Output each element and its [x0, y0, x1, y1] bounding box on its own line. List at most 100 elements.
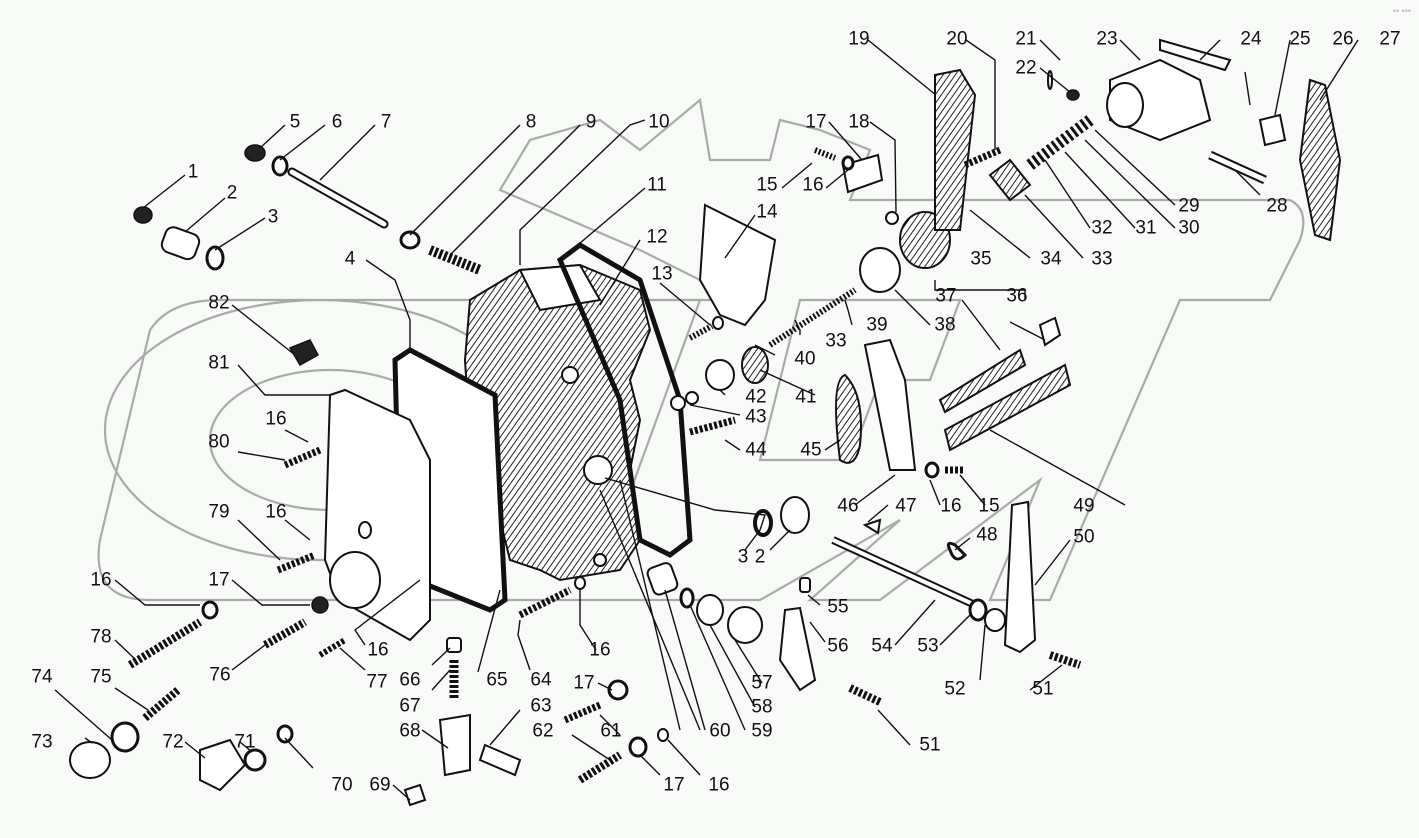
part-label: 33 — [1091, 248, 1113, 270]
part-label: 44 — [745, 439, 767, 461]
part-label: 77 — [366, 671, 388, 693]
part-label: 5 — [289, 111, 301, 133]
part-label: 72 — [162, 731, 184, 753]
part-label: 32 — [1091, 217, 1113, 239]
housing-part — [463, 263, 652, 582]
part-label: 58 — [751, 696, 773, 718]
small-parts — [69, 144, 669, 807]
part-label: 19 — [848, 28, 870, 50]
part-label: 45 — [800, 439, 822, 461]
part-label: 16 — [802, 174, 824, 196]
part-label: 46 — [837, 495, 859, 517]
part-label: 79 — [208, 501, 230, 523]
part-label: 74 — [31, 666, 53, 688]
part-label: 25 — [1289, 28, 1311, 50]
part-label: 40 — [794, 348, 816, 370]
part-label: 28 — [1266, 195, 1288, 217]
part-label: 29 — [1178, 195, 1200, 217]
gasket-part — [556, 242, 693, 558]
part-label: 34 — [1040, 248, 1062, 270]
part-label: 33 — [825, 330, 847, 352]
part-label: 10 — [648, 111, 670, 133]
part-label: 53 — [917, 635, 939, 657]
part-label: 64 — [530, 669, 552, 691]
part-label: 16 — [589, 639, 611, 661]
part-label: 1 — [187, 161, 199, 183]
part-label: 3 — [267, 206, 279, 228]
part-label: 43 — [745, 406, 767, 428]
governor-parts — [646, 38, 1342, 706]
part-label: 73 — [31, 731, 53, 753]
part-label: 16 — [265, 501, 287, 523]
part-label: 17 — [663, 774, 685, 796]
part-label: 80 — [208, 431, 230, 453]
part-label: 71 — [234, 731, 256, 753]
part-label: 17 — [805, 111, 827, 133]
part-label: 22 — [1015, 57, 1037, 79]
part-label: 47 — [895, 495, 917, 517]
part-label: 31 — [1135, 217, 1157, 239]
part-label: 52 — [944, 678, 966, 700]
part-label: 55 — [827, 596, 849, 618]
part-label: 82 — [208, 292, 230, 314]
part-label: 56 — [827, 635, 849, 657]
part-label: 36 — [1006, 285, 1028, 307]
part-label: 3 — [737, 546, 749, 568]
part-label: 81 — [208, 352, 230, 374]
part-label: 13 — [651, 263, 673, 285]
part-label: 51 — [1032, 678, 1054, 700]
part-label: 9 — [585, 111, 597, 133]
part-label: 8 — [525, 111, 537, 133]
part-label: 16 — [367, 639, 389, 661]
part-label: 15 — [978, 495, 1000, 517]
part-label: 26 — [1332, 28, 1354, 50]
cover-part — [323, 388, 431, 642]
part-label: 14 — [756, 201, 778, 223]
part-label: 51 — [919, 734, 941, 756]
part-label: 39 — [866, 314, 888, 336]
part-label: 67 — [399, 695, 421, 717]
part-label: 57 — [751, 672, 773, 694]
part-label: 12 — [646, 226, 668, 248]
part-label: 17 — [573, 672, 595, 694]
part-label: 24 — [1240, 28, 1262, 50]
part-label: 48 — [976, 524, 998, 546]
part-label: 37 — [935, 285, 957, 307]
part-label: 16 — [90, 569, 112, 591]
part-label: 75 — [90, 666, 112, 688]
leader-lines — [54, 39, 1359, 801]
corner-mark: •• ••• — [1392, 6, 1411, 16]
part-label: 21 — [1015, 28, 1037, 50]
part-label: 38 — [934, 314, 956, 336]
part-label: 76 — [209, 664, 231, 686]
part-label: 61 — [600, 720, 622, 742]
part-label: 65 — [486, 669, 508, 691]
part-label: 63 — [530, 695, 552, 717]
part-label: 50 — [1073, 526, 1095, 548]
part-label: 60 — [709, 720, 731, 742]
part-label: 70 — [331, 774, 353, 796]
part-label: 66 — [399, 669, 421, 691]
part-label: 16 — [940, 495, 962, 517]
part-label: 54 — [871, 635, 893, 657]
part-label: 69 — [369, 774, 391, 796]
part-label: 30 — [1178, 217, 1200, 239]
part-label: 49 — [1073, 495, 1095, 517]
part-label: 17 — [208, 569, 230, 591]
part-label: 18 — [848, 111, 870, 133]
part-label: 11 — [647, 174, 667, 196]
part-label: 7 — [380, 111, 392, 133]
part-label: 35 — [970, 248, 992, 270]
part-label: 6 — [331, 111, 343, 133]
part-label: 2 — [754, 546, 766, 568]
part-label: 16 — [708, 774, 730, 796]
part-label: 23 — [1096, 28, 1118, 50]
part-label: 4 — [344, 248, 356, 270]
part-label: 68 — [399, 720, 421, 742]
part-label: 16 — [265, 408, 287, 430]
part-label: 20 — [946, 28, 968, 50]
part-label: 62 — [532, 720, 554, 742]
part-label: 78 — [90, 626, 112, 648]
